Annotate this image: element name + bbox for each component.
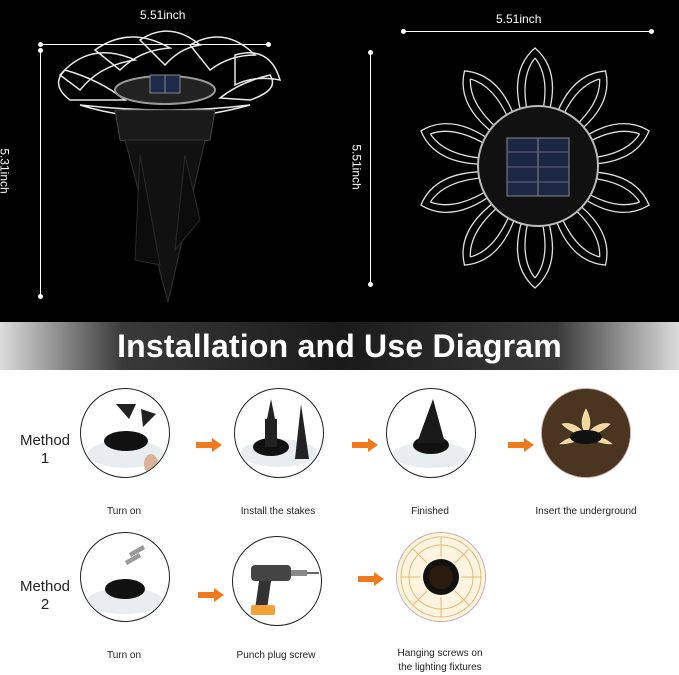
method2-step1-image (80, 532, 170, 622)
method1-step1-image (80, 388, 170, 478)
arrow-icon (198, 588, 224, 602)
banner-title: Installation and Use Diagram (117, 328, 562, 364)
right-width-label: 5.51inch (496, 12, 542, 26)
method1-step2-caption: Install the stakes (240, 506, 316, 517)
side-view-light-illustration (57, 30, 282, 303)
top-view-light-illustration (414, 47, 656, 289)
method2-step3-caption-line2: the lighting fixtures (398, 662, 482, 673)
left-width-label: 5.51inch (140, 8, 186, 22)
left-height-label: 5.31inch (0, 148, 12, 194)
section-banner: Installation and Use Diagram (0, 322, 679, 370)
method2-step2-caption: Punch plug screw (236, 650, 316, 661)
arrow-icon (352, 438, 378, 452)
method2-step1-caption: Turn on (106, 650, 142, 661)
product-dimension-panel: 5.51inch 5.31inch (0, 0, 679, 328)
method1-step4-caption: Insert the underground (535, 506, 637, 517)
method1-step2-image (234, 388, 324, 478)
drill-icon (251, 565, 319, 615)
method1-step3-image (386, 388, 476, 478)
arrow-icon (196, 438, 222, 452)
method2-step2-image (232, 536, 322, 626)
method2-step3-caption-line1: Hanging screws on (397, 648, 483, 659)
solar-panel-icon (506, 137, 570, 197)
arrow-icon (508, 438, 534, 452)
method1-step1-caption: Turn on (106, 506, 142, 517)
right-height-label: 5.51inch (349, 144, 364, 190)
method2-label: Method 2 (19, 578, 71, 613)
method1-step3-caption: Finished (411, 506, 449, 517)
method1-step4-image (541, 388, 631, 478)
arrow-icon (358, 572, 384, 586)
method2-step3-image (396, 532, 486, 622)
method1-label: Method 1 (19, 432, 71, 467)
